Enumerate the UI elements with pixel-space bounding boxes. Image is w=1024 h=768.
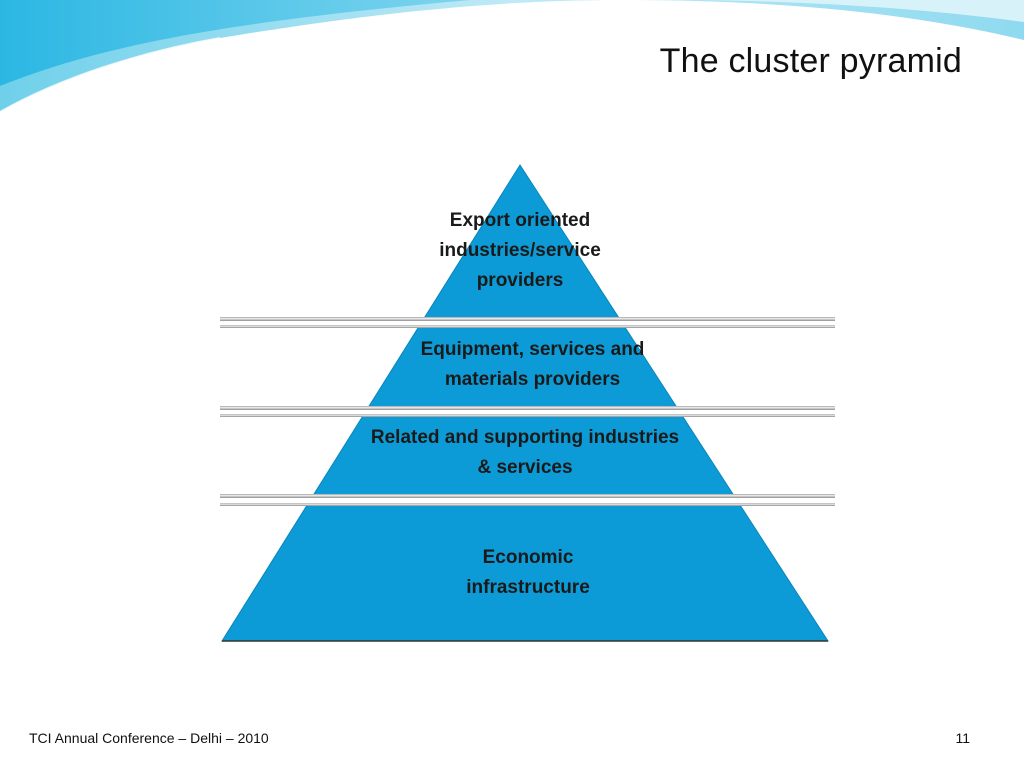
- tier-label-line: Related and supporting industries: [370, 427, 680, 448]
- header-wave-decoration: [0, 0, 1024, 113]
- tier-divider-2: [220, 406, 835, 417]
- tier-label-line: materials providers: [444, 369, 621, 390]
- tier-label-equipment: Equipment, services and materials provid…: [360, 335, 705, 395]
- tier-label-line: providers: [476, 270, 564, 291]
- tier-label-line: Export oriented: [449, 210, 591, 231]
- tier-label-line: & services: [477, 457, 573, 478]
- footer-text: TCI Annual Conference – Delhi – 2010: [29, 730, 269, 746]
- tier-label-export: Export oriented industries/service provi…: [380, 206, 660, 296]
- tier-label-line: industries/service: [439, 240, 601, 261]
- tier-label-line: Economic: [482, 547, 574, 568]
- tier-label-line: Equipment, services and: [420, 339, 645, 360]
- slide-title: The cluster pyramid: [659, 42, 962, 80]
- pyramid-shape: [221, 164, 829, 642]
- tier-divider-3: [220, 494, 835, 506]
- tier-label-line: infrastructure: [466, 577, 590, 598]
- page-number: 11: [955, 730, 970, 746]
- tier-label-related: Related and supporting industries & serv…: [320, 423, 730, 483]
- tier-divider-1: [220, 317, 835, 328]
- tier-label-economic: Economic infrastructure: [388, 543, 668, 603]
